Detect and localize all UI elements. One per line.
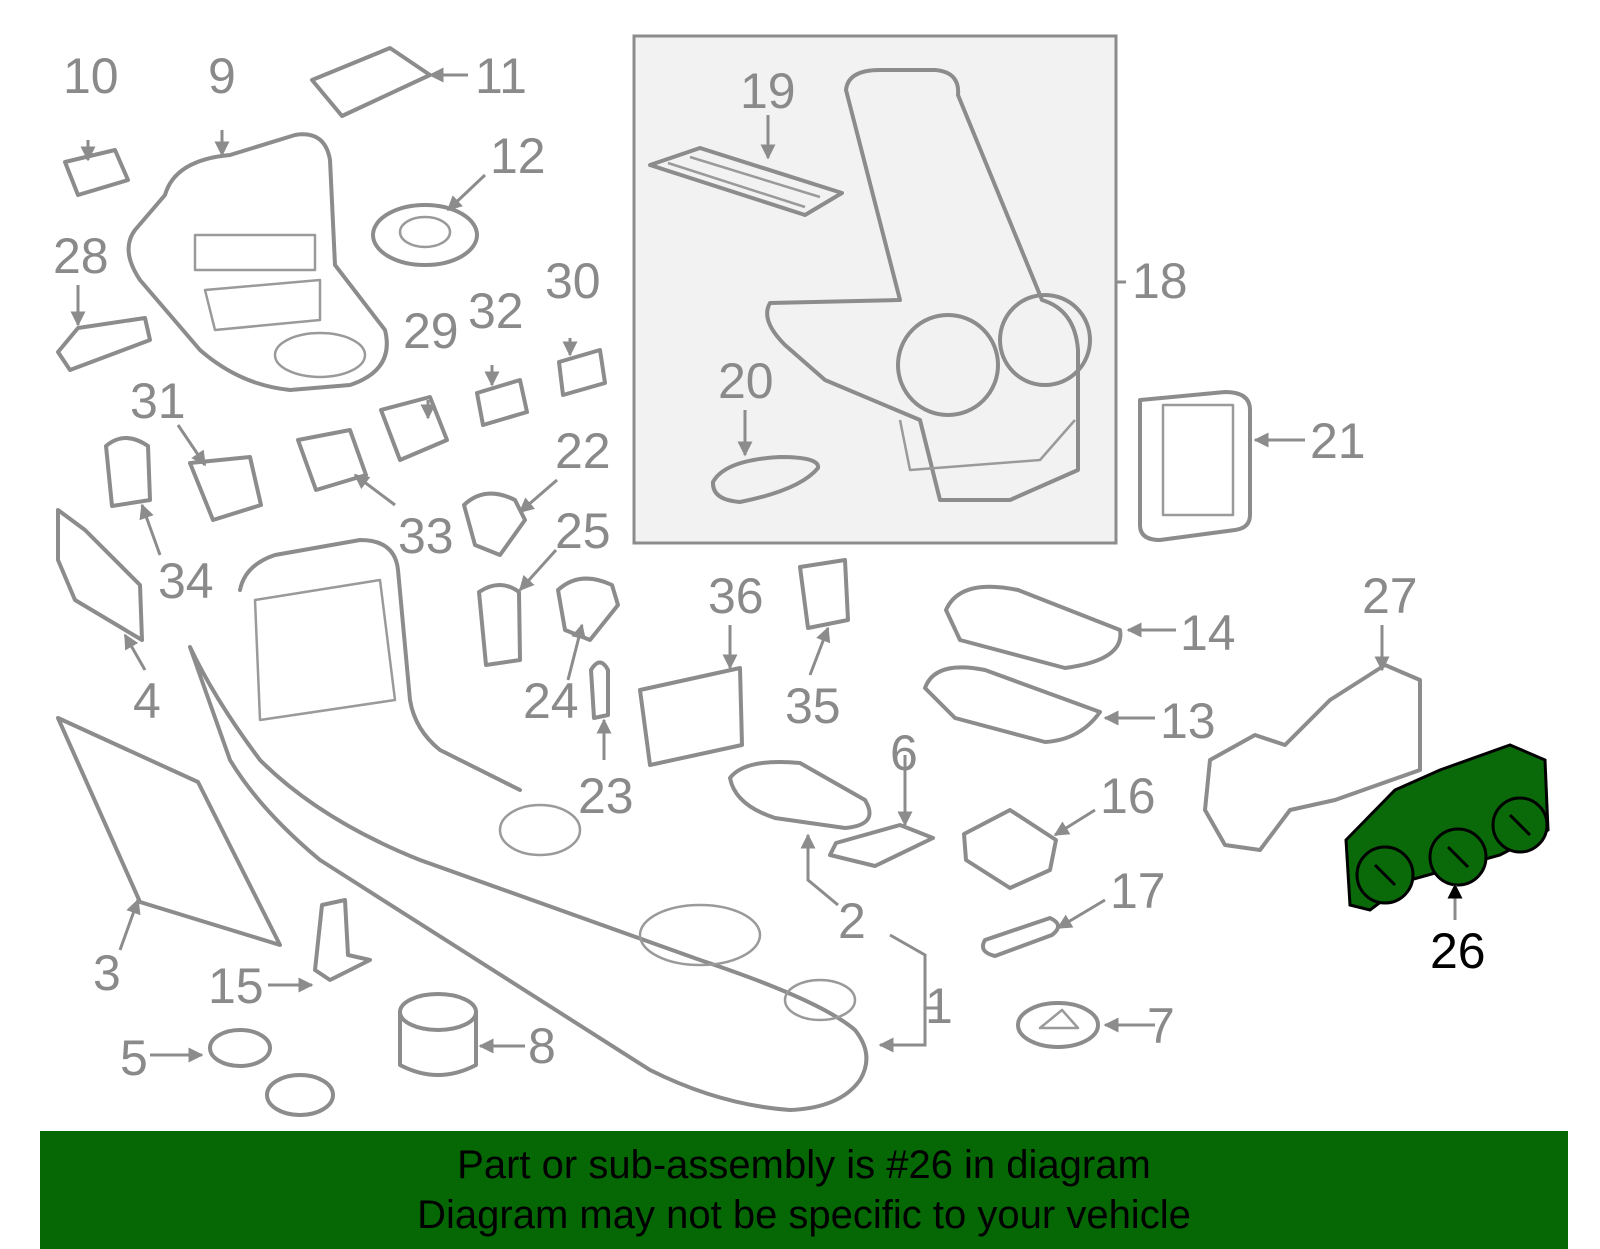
part-17-plate — [981, 916, 1060, 958]
banner-line-2: Diagram may not be specific to your vehi… — [417, 1193, 1191, 1237]
callout-7: 7 — [1147, 998, 1175, 1054]
part-14-mat — [944, 584, 1123, 670]
part-10-clip — [63, 148, 130, 197]
callout-12: 12 — [490, 128, 546, 184]
part-24-socket — [556, 576, 620, 642]
part-4-bracket — [56, 508, 144, 642]
part-36-bezel — [638, 666, 744, 767]
callout-11: 11 — [475, 48, 527, 104]
part-16-bracket — [962, 808, 1058, 890]
callout-18: 18 — [1132, 253, 1188, 309]
part-35-socket — [798, 558, 850, 630]
part-19-grille — [648, 146, 844, 217]
part-26-climate-control-panel — [1344, 743, 1550, 912]
part-34-switch — [104, 436, 152, 508]
leader-lines — [70, 67, 1463, 1063]
part-33-switch — [296, 428, 368, 492]
part-32-switch — [475, 378, 529, 427]
callout-35: 35 — [785, 678, 841, 734]
callout-6: 6 — [890, 725, 918, 781]
callout-34: 34 — [158, 553, 214, 609]
callout-29: 29 — [403, 303, 459, 359]
callout-22: 22 — [555, 423, 611, 479]
part-12-boot — [371, 203, 479, 267]
part-info-banner: Part or sub-assembly is #26 in diagram D… — [40, 1131, 1568, 1249]
callout-31: 31 — [130, 373, 186, 429]
part-19-grille-detail — [667, 155, 821, 209]
callout-1: 1 — [925, 978, 953, 1034]
callout-27: 27 — [1362, 568, 1418, 624]
part-7-ring — [1016, 1001, 1100, 1049]
part-1-center-console — [188, 538, 869, 1112]
part-6-grille — [828, 823, 935, 868]
exploded-parts-diagram: 1 2 3 4 5 6 7 8 9 10 11 12 13 14 15 16 1… — [53, 34, 1550, 1117]
callout-2: 2 — [838, 893, 866, 949]
callout-5: 5 — [120, 1030, 148, 1086]
part-15-bracket — [313, 898, 372, 982]
callout-19: 19 — [740, 63, 796, 119]
callout-28: 28 — [53, 228, 109, 284]
callout-17: 17 — [1110, 863, 1166, 919]
callout-30: 30 — [545, 253, 601, 309]
part-2-trim-ring — [728, 760, 872, 830]
callout-36: 36 — [708, 568, 764, 624]
callout-16: 16 — [1100, 768, 1156, 824]
part-22-socket — [462, 491, 527, 557]
part-30-switch — [557, 348, 607, 397]
callout-25: 25 — [555, 503, 611, 559]
part-5-mats — [208, 1028, 335, 1117]
callout-24: 24 — [523, 673, 579, 729]
callout-14: 14 — [1180, 605, 1236, 661]
callout-3: 3 — [93, 945, 121, 1001]
part-21-lid — [1138, 390, 1252, 542]
callout-9: 9 — [208, 48, 236, 104]
part-21-lid-detail — [1161, 403, 1235, 517]
callout-13: 13 — [1160, 693, 1216, 749]
callout-15: 15 — [208, 958, 264, 1014]
callout-8: 8 — [528, 1018, 556, 1074]
part-13-cover — [923, 665, 1102, 744]
callout-21: 21 — [1310, 413, 1366, 469]
callout-20: 20 — [718, 353, 774, 409]
banner-line-1: Part or sub-assembly is #26 in diagram — [457, 1143, 1151, 1187]
callout-10: 10 — [63, 48, 119, 104]
part-20-vent — [711, 455, 821, 504]
part-11-tray — [310, 46, 432, 118]
part-28-switch — [56, 316, 152, 372]
callout-26: 26 — [1430, 923, 1486, 979]
part-27-bracket — [1203, 663, 1422, 852]
part-3-side-panel — [56, 716, 282, 947]
part-31-switch — [188, 455, 263, 522]
part-25-socket — [477, 583, 522, 667]
armrest-inset-box — [632, 34, 1118, 545]
part-18-armrest — [765, 68, 1092, 502]
part-23-bulb — [589, 660, 610, 720]
callout-23: 23 — [578, 768, 634, 824]
callout-4: 4 — [133, 673, 161, 729]
part-8-cup — [398, 992, 478, 1077]
part-29-switch — [379, 395, 449, 462]
callout-32: 32 — [468, 283, 524, 339]
part-9-console-panel — [126, 132, 389, 392]
callout-33: 33 — [398, 508, 454, 564]
